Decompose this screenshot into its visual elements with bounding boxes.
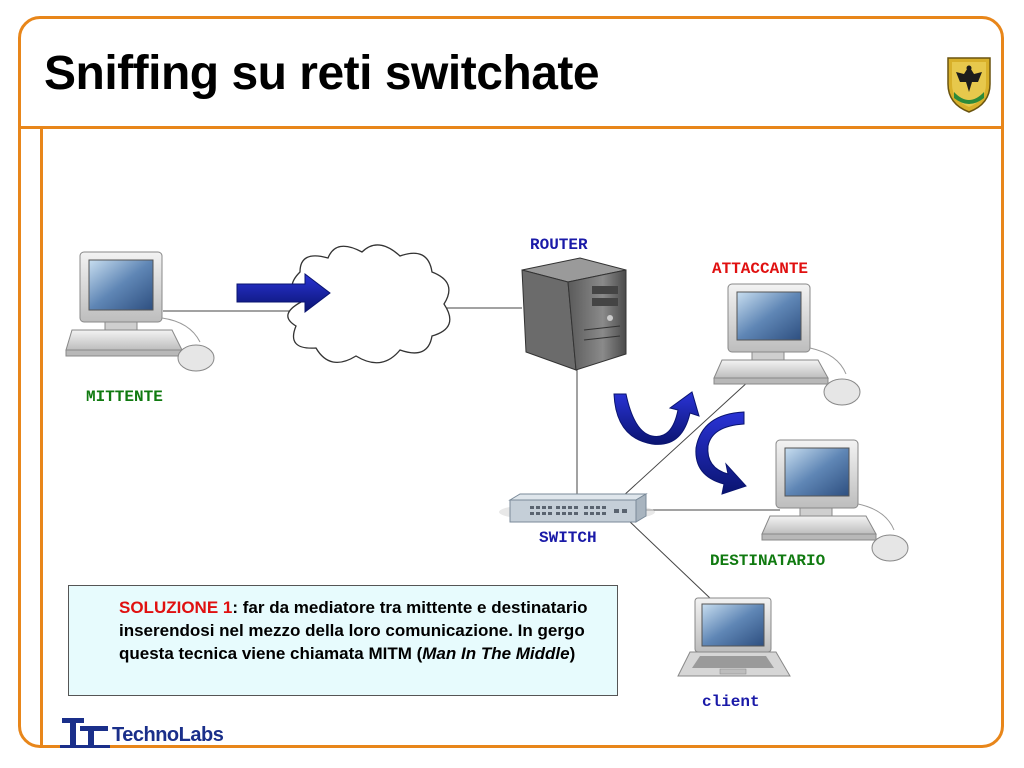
mittente-label: MITTENTE bbox=[86, 388, 163, 406]
desktop-computer-icon bbox=[65, 251, 215, 372]
solution-note-text: SOLUZIONE 1: far da mediatore tra mitten… bbox=[119, 596, 589, 665]
server-tower-icon bbox=[521, 257, 627, 371]
title-divider bbox=[18, 126, 1004, 129]
network-links bbox=[163, 307, 780, 601]
solution-highlight: SOLUZIONE 1 bbox=[119, 598, 233, 617]
cloud-icon bbox=[287, 244, 451, 364]
slide-title: Sniffing su reti switchate bbox=[44, 47, 600, 100]
switch-label: SWITCH bbox=[539, 529, 597, 547]
slide-frame bbox=[18, 16, 1004, 748]
arrow-icon bbox=[695, 411, 747, 495]
left-divider bbox=[40, 126, 43, 748]
destinatario-label: DESTINATARIO bbox=[710, 552, 826, 570]
arrow-icon bbox=[236, 272, 331, 314]
solution-end: ) bbox=[569, 644, 576, 663]
router-label: ROUTER bbox=[530, 236, 588, 254]
solution-note-box: SOLUZIONE 1: far da mediatore tra mitten… bbox=[68, 585, 618, 696]
attaccante-label: ATTACCANTE bbox=[712, 260, 809, 278]
laptop-icon bbox=[677, 597, 791, 677]
client-label: client bbox=[702, 693, 760, 711]
arrow-icon bbox=[613, 391, 700, 445]
solution-body: : far da mediatore tra mittente e destin… bbox=[119, 598, 588, 663]
technolabs-logo-text: TechnoLabs bbox=[112, 724, 224, 746]
solution-italic: Man In The Middle bbox=[422, 644, 570, 663]
network-switch-icon bbox=[499, 493, 655, 523]
desktop-computer-icon bbox=[713, 283, 861, 406]
technolabs-logo-icon bbox=[60, 718, 110, 748]
desktop-computer-icon bbox=[761, 439, 909, 562]
crest-icon bbox=[947, 57, 991, 113]
